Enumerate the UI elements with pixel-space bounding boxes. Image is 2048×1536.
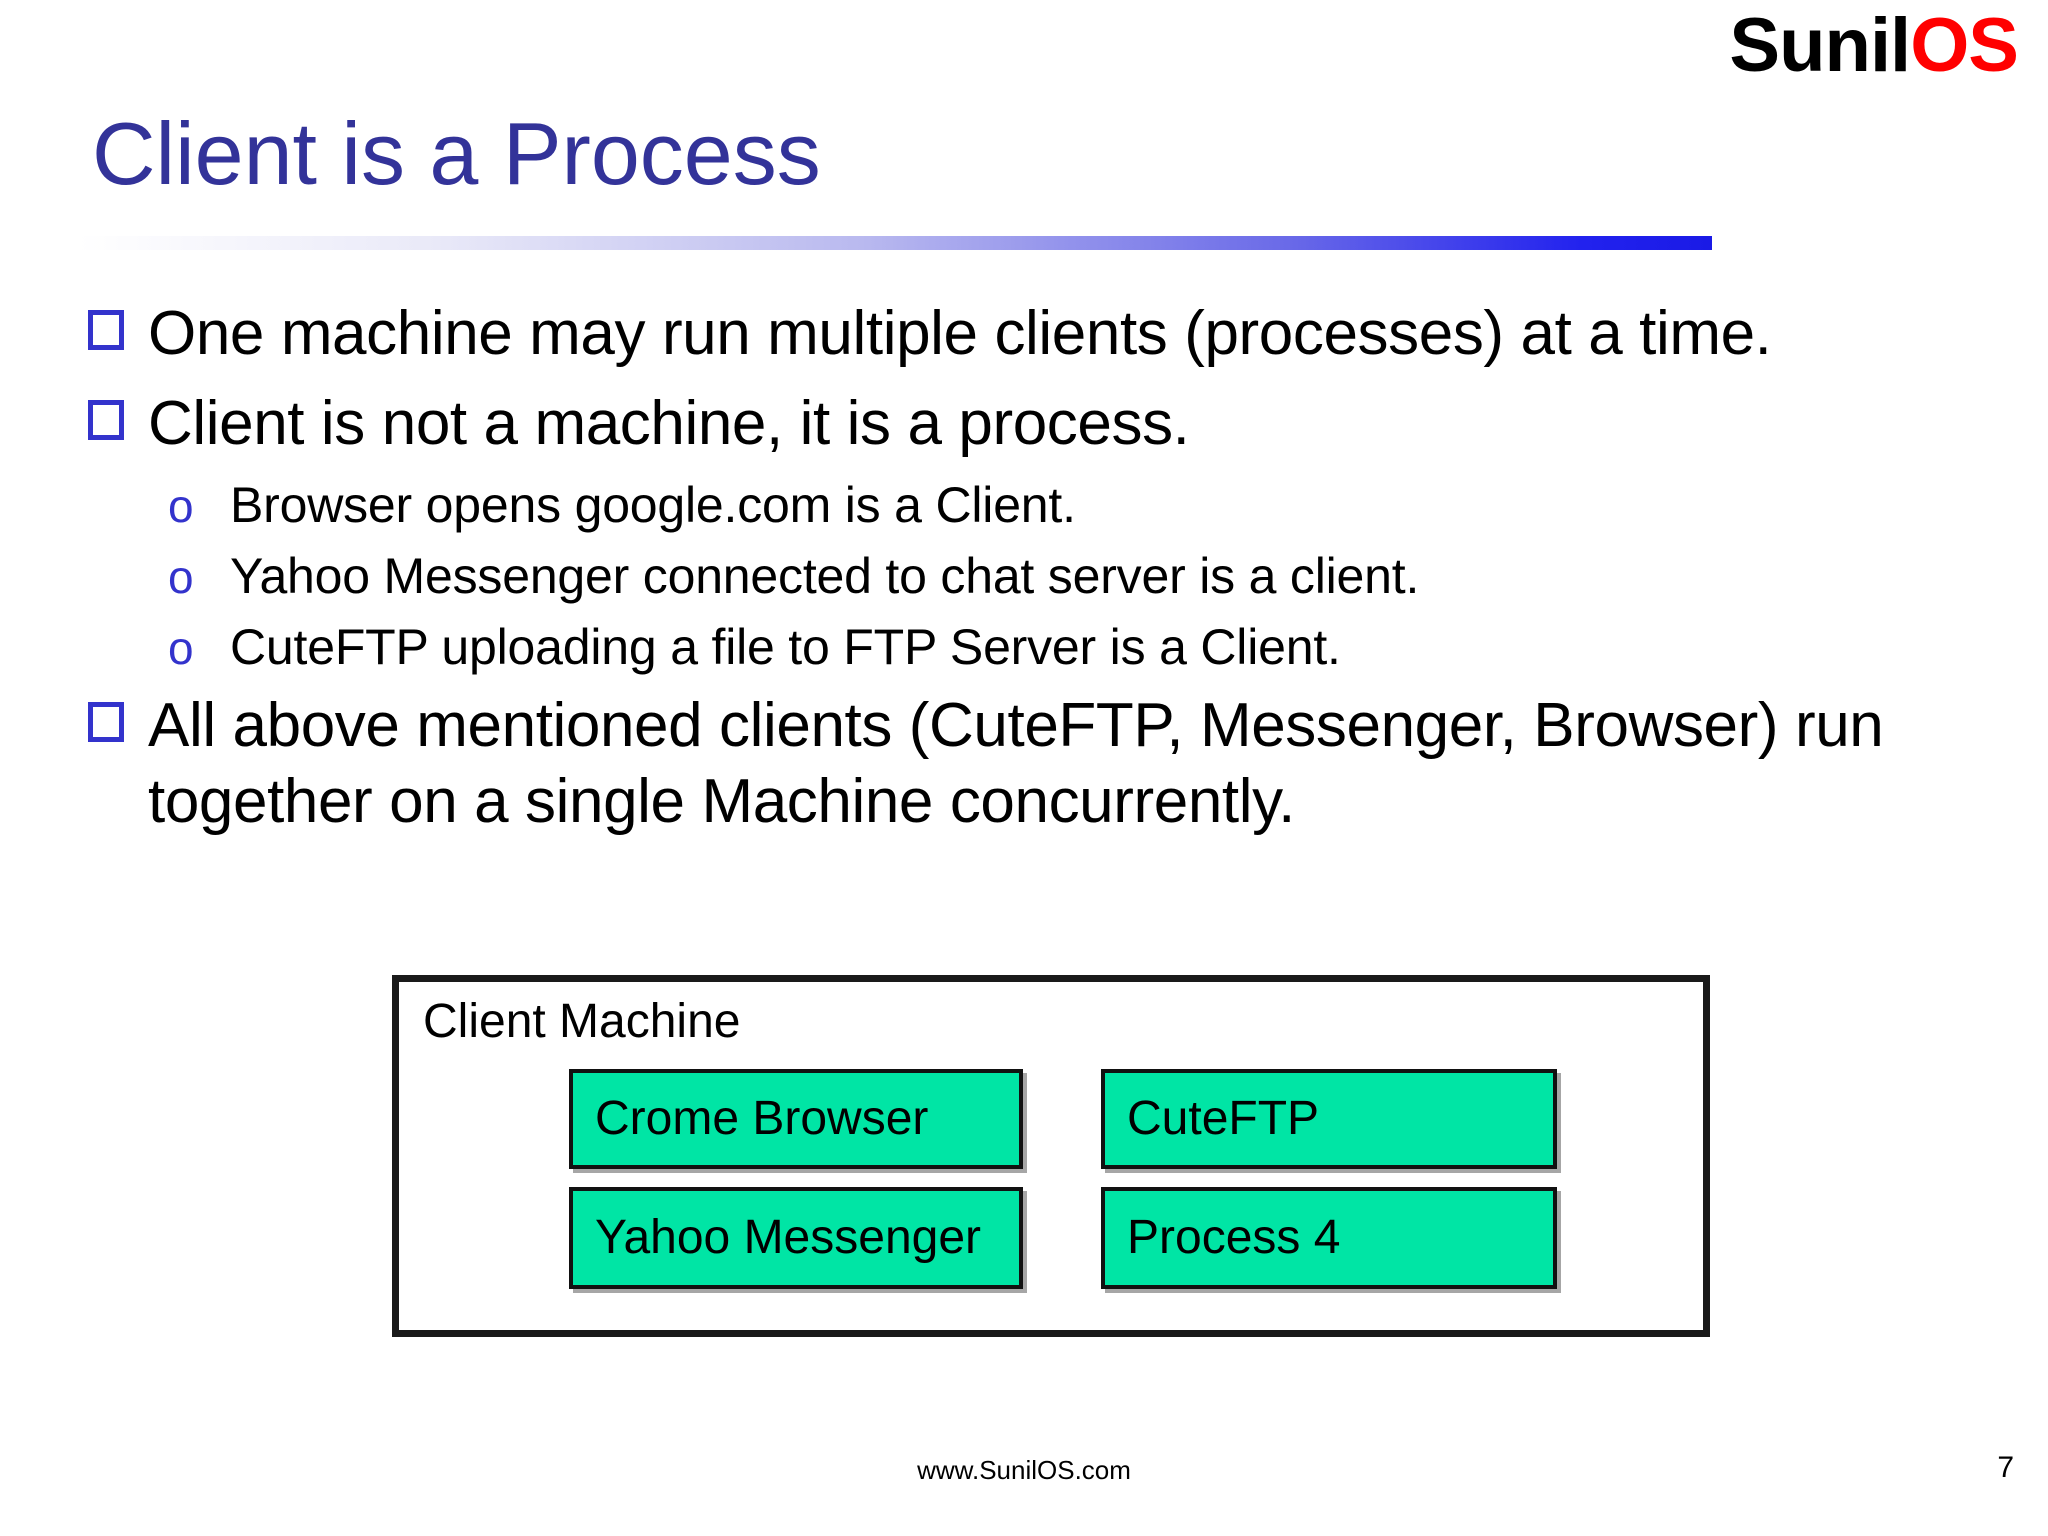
sub-bullet-item: o Browser opens google.com is a Client. xyxy=(86,475,1986,536)
process-box-crome-browser: Crome Browser xyxy=(569,1069,1023,1169)
sub-bullet-text: Yahoo Messenger connected to chat server… xyxy=(230,548,1420,605)
process-box-cuteftp: CuteFTP xyxy=(1101,1069,1557,1169)
logo-text-os: OS xyxy=(1910,3,2019,88)
sub-bullet-text: CuteFTP uploading a file to FTP Server i… xyxy=(230,619,1341,676)
client-machine-diagram: Client Machine Crome Browser CuteFTP Yah… xyxy=(392,975,1710,1337)
sub-bullet-item: o CuteFTP uploading a file to FTP Server… xyxy=(86,617,1986,678)
logo-text-sunil: Sunil xyxy=(1729,3,1911,88)
open-square-bullet-icon xyxy=(86,700,148,756)
process-box-process-4: Process 4 xyxy=(1101,1187,1557,1289)
open-square-bullet-icon xyxy=(86,308,148,364)
circle-o-bullet-icon: o xyxy=(168,551,194,604)
slide-body: One machine may run multiple clients (pr… xyxy=(86,296,1986,854)
open-square-bullet-icon xyxy=(86,398,148,454)
process-box-label: Process 4 xyxy=(1127,1210,1341,1264)
process-box-label: Crome Browser xyxy=(595,1091,929,1145)
circle-o-bullet-icon: o xyxy=(168,622,194,675)
diagram-title: Client Machine xyxy=(423,995,741,1048)
process-box-yahoo-messenger: Yahoo Messenger xyxy=(569,1187,1023,1289)
circle-o-bullet-icon: o xyxy=(168,480,194,533)
bullet-text: All above mentioned clients (CuteFTP, Me… xyxy=(148,691,1884,836)
footer-url: www.SunilOS.com xyxy=(917,1455,1131,1485)
process-box-label: CuteFTP xyxy=(1127,1091,1320,1145)
process-box-label: Yahoo Messenger xyxy=(595,1210,982,1264)
sub-bullet-item: o Yahoo Messenger connected to chat serv… xyxy=(86,546,1986,607)
sub-bullet-text: Browser opens google.com is a Client. xyxy=(230,477,1076,534)
footer-page-number: 7 xyxy=(1997,1451,2014,1484)
sunilos-logo: SunilOS xyxy=(1729,8,2019,84)
bullet-item: Client is not a machine, it is a process… xyxy=(86,386,1986,462)
bullet-text: One machine may run multiple clients (pr… xyxy=(148,299,1772,368)
bullet-item: All above mentioned clients (CuteFTP, Me… xyxy=(86,688,1986,839)
sub-bullet-group: o Browser opens google.com is a Client. … xyxy=(86,475,1986,678)
bullet-text: Client is not a machine, it is a process… xyxy=(148,388,1190,458)
page-title: Client is a Process xyxy=(92,104,821,203)
title-underline-rule xyxy=(78,236,1712,250)
bullet-item: One machine may run multiple clients (pr… xyxy=(86,296,1986,372)
